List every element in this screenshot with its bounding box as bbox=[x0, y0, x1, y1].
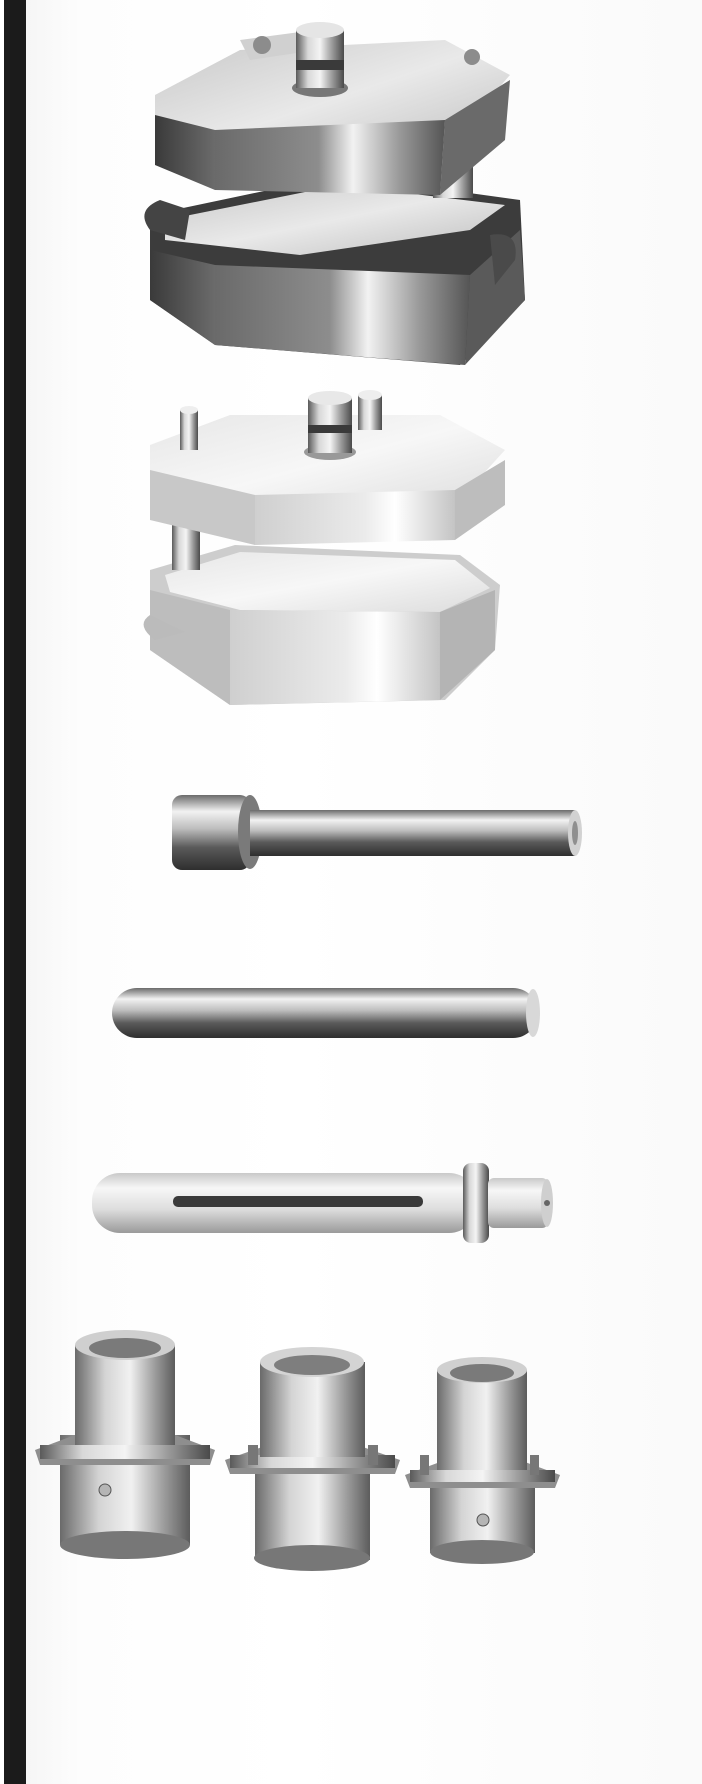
slotted-shoulder-pin-icon bbox=[92, 1163, 553, 1243]
clamp-bushing-icon bbox=[35, 1330, 560, 1571]
dark-die-set-icon bbox=[144, 22, 525, 365]
light-die-set-icon bbox=[143, 390, 505, 705]
headed-guide-pin-icon bbox=[172, 795, 582, 870]
left-black-bar bbox=[4, 0, 26, 1784]
straight-guide-pin-icon bbox=[112, 988, 540, 1038]
